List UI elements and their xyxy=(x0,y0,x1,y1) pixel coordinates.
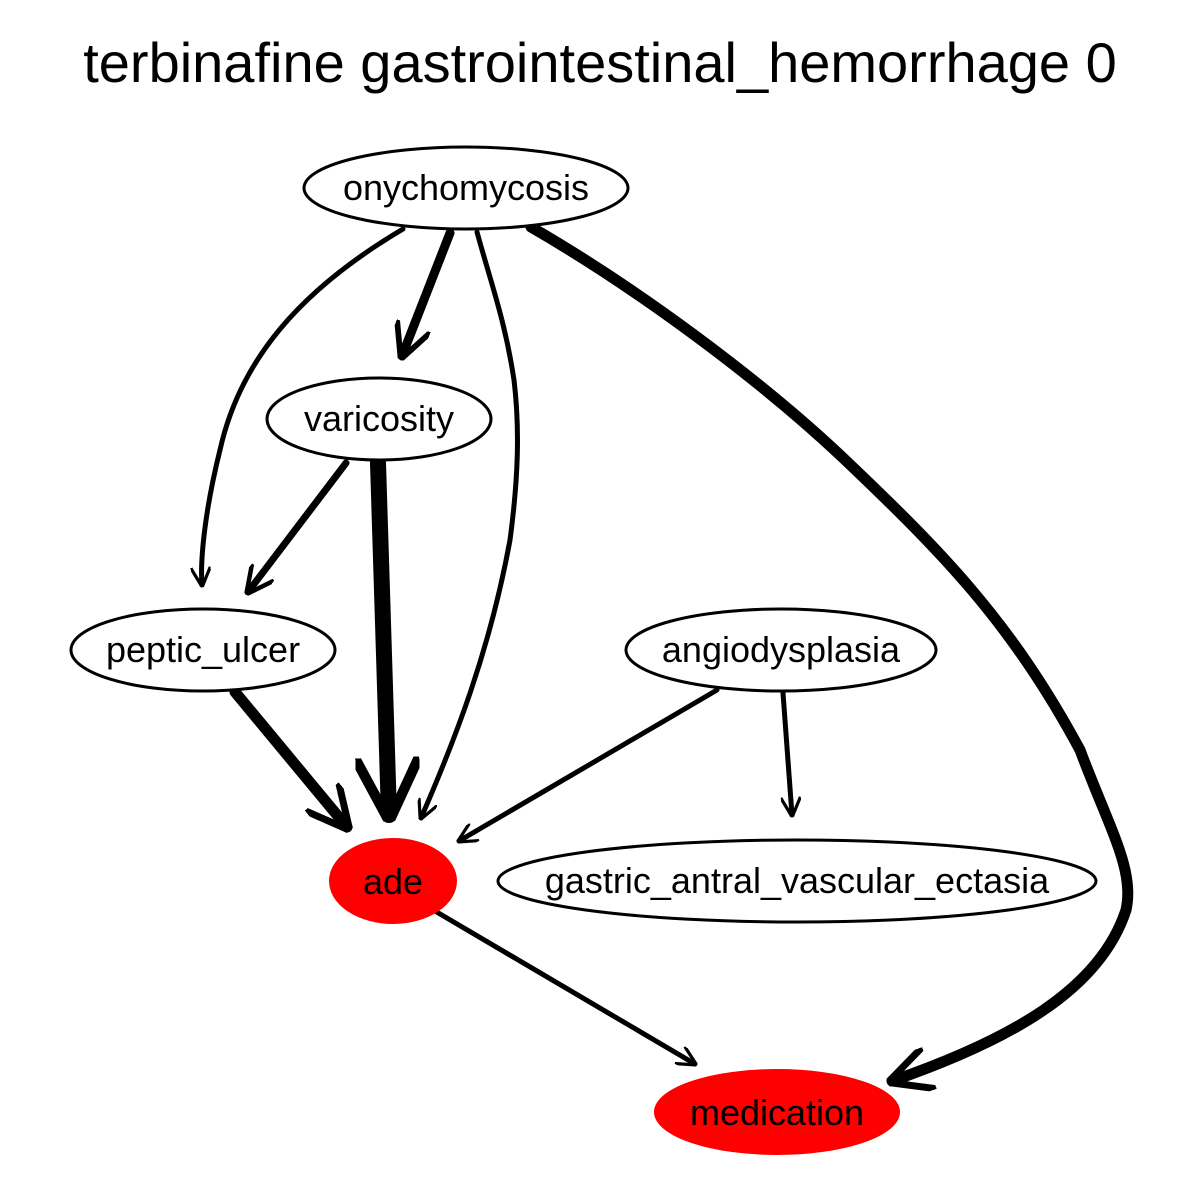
node-shape xyxy=(654,1069,900,1155)
edge-peptic-ulcer-ade xyxy=(229,686,347,827)
edge-varicosity-peptic-ulcer xyxy=(248,459,350,592)
node-shape xyxy=(302,145,630,231)
node-label: angiodysplasia xyxy=(662,629,901,670)
node-shape xyxy=(329,838,457,924)
node-medication: medication xyxy=(654,1069,900,1155)
node-peptic-ulcer: peptic_ulcer xyxy=(69,607,337,693)
node-shape xyxy=(624,607,938,693)
node-angiodysplasia: angiodysplasia xyxy=(624,607,938,693)
node-label: ade xyxy=(363,861,423,902)
node-ade: ade xyxy=(329,838,457,924)
node-label: peptic_ulcer xyxy=(106,629,300,670)
edge-ade-medication xyxy=(432,908,695,1064)
node-label: gastric_antral_vascular_ectasia xyxy=(545,860,1050,901)
node-label: medication xyxy=(690,1092,864,1133)
diagram-title: terbinafine gastrointestinal_hemorrhage … xyxy=(83,31,1117,94)
node-label: varicosity xyxy=(304,398,454,439)
edge-angiodysplasia-gastric-antral-vascular-ectasia xyxy=(780,690,792,815)
node-varicosity: varicosity xyxy=(265,376,493,462)
edge-onychomycosis-medication xyxy=(525,221,1134,1081)
edge-onychomycosis-varicosity xyxy=(402,228,455,356)
node-gastric-antral-vascular-ectasia: gastric_antral_vascular_ectasia xyxy=(496,838,1098,924)
edge-onychomycosis-peptic-ulcer xyxy=(202,226,406,585)
node-onychomycosis: onychomycosis xyxy=(302,145,630,231)
edge-varicosity-ade xyxy=(378,455,389,823)
edge-onychomycosis-ade xyxy=(421,229,520,818)
node-label: onychomycosis xyxy=(343,167,589,208)
node-shape xyxy=(69,607,337,693)
edge-angiodysplasia-ade xyxy=(459,687,720,841)
node-shape xyxy=(265,376,493,462)
node-shape xyxy=(496,838,1098,924)
